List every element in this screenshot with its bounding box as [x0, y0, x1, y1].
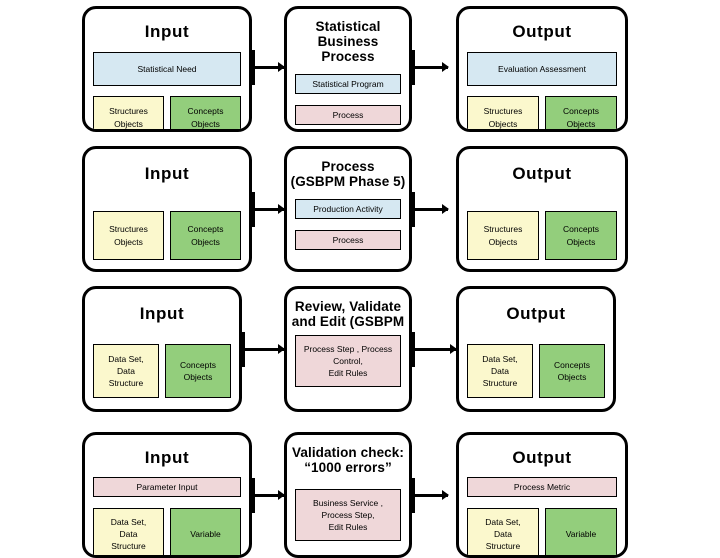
chip-process-metric[interactable]: Process Metric: [467, 477, 617, 498]
node-process-row4[interactable]: Validation check: “1000 errors” Business…: [284, 432, 412, 558]
chip-concepts-objects[interactable]: Concepts Objects: [165, 344, 231, 399]
chip-variable[interactable]: Variable: [170, 508, 241, 555]
chip-business-service-process-step-edit-rules[interactable]: Business Service , Process Step, Edit Ru…: [295, 489, 401, 542]
node-title: Validation check: “1000 errors”: [292, 445, 404, 476]
chip-group: Structures Objects Concepts Objects: [459, 96, 625, 129]
chip-process-step-control-edit-rules[interactable]: Process Step , Process Control, Edit Rul…: [295, 335, 401, 388]
chip-concepts-objects[interactable]: Concepts Objects: [170, 96, 241, 129]
chip-data-set-data-structure[interactable]: Data Set, Data Structure: [467, 344, 533, 399]
node-title: Review, Validate and Edit (GSBPM: [291, 299, 405, 330]
arrow-head-icon: [450, 344, 457, 354]
node-title: Input: [144, 22, 190, 41]
node-process-row2[interactable]: Process (GSBPM Phase 5) Production Activ…: [284, 146, 412, 272]
chip-statistical-program[interactable]: Statistical Program: [295, 74, 401, 95]
diagram-canvas: Input Statistical Need Structures Object…: [82, 6, 628, 558]
node-title: Output: [512, 22, 572, 41]
chip-process[interactable]: Process: [295, 105, 401, 126]
chip-group: Data Set, Data Structure Concepts Object…: [85, 344, 239, 399]
chip-evaluation-assessment[interactable]: Evaluation Assessment: [467, 52, 617, 87]
chip-parameter-input[interactable]: Parameter Input: [93, 477, 241, 498]
chip-group: Structures Objects Concepts Objects: [459, 211, 625, 261]
chip-data-set-data-structure[interactable]: Data Set, Data Structure: [93, 508, 164, 555]
arrow-head-icon: [278, 490, 285, 500]
chip-group: Data Set, Data Structure Variable: [459, 508, 625, 555]
node-input-row2[interactable]: Input Structures Objects Concepts Object…: [82, 146, 252, 272]
arrow-head-icon: [278, 204, 285, 214]
node-output-row2[interactable]: Output Structures Objects Concepts Objec…: [456, 146, 628, 272]
node-title: Output: [512, 164, 572, 183]
node-input-row4[interactable]: Input Parameter Input Data Set, Data Str…: [82, 432, 252, 558]
arrow-head-icon: [442, 204, 449, 214]
connector-input-process-row2: [252, 208, 284, 211]
connector-process-output-row3: [412, 348, 456, 351]
chip-structures-objects[interactable]: Structures Objects: [93, 211, 164, 261]
arrow-head-icon: [278, 344, 285, 354]
chip-statistical-need[interactable]: Statistical Need: [93, 52, 241, 87]
chip-data-set-data-structure[interactable]: Data Set, Data Structure: [467, 508, 539, 555]
node-input-row1[interactable]: Input Statistical Need Structures Object…: [82, 6, 252, 132]
node-title: Output: [512, 448, 572, 467]
connector-process-output-row4: [412, 494, 448, 497]
connector-input-process-row4: [252, 494, 284, 497]
arrow-head-icon: [442, 490, 449, 500]
chip-concepts-objects[interactable]: Concepts Objects: [170, 211, 241, 261]
chip-data-set-data-structure[interactable]: Data Set, Data Structure: [93, 344, 159, 399]
connector-input-process-row3: [242, 348, 284, 351]
arrow-head-icon: [442, 62, 449, 72]
chip-group: Structures Objects Concepts Objects: [85, 96, 249, 129]
node-output-row4[interactable]: Output Process Metric Data Set, Data Str…: [456, 432, 628, 558]
arrow-head-icon: [278, 62, 285, 72]
node-title: Input: [144, 448, 190, 467]
node-title: Output: [506, 304, 566, 323]
node-title: Statistical Business Process: [315, 19, 381, 65]
chip-process[interactable]: Process: [295, 230, 401, 251]
chip-concepts-objects[interactable]: Concepts Objects: [545, 96, 617, 129]
node-title: Input: [139, 304, 185, 323]
connector-process-output-row2: [412, 208, 448, 211]
node-title: Process (GSBPM Phase 5): [290, 159, 406, 190]
chip-concepts-objects[interactable]: Concepts Objects: [539, 344, 605, 399]
chip-structures-objects[interactable]: Structures Objects: [467, 211, 539, 261]
node-title: Input: [144, 164, 190, 183]
connector-input-process-row1: [252, 66, 284, 69]
chip-structures-objects[interactable]: Structures Objects: [467, 96, 539, 129]
node-process-row1[interactable]: Statistical Business Process Statistical…: [284, 6, 412, 132]
connector-process-output-row1: [412, 66, 448, 69]
chip-group: Data Set, Data Structure Variable: [85, 508, 249, 555]
chip-variable[interactable]: Variable: [545, 508, 617, 555]
node-process-row3[interactable]: Review, Validate and Edit (GSBPM Process…: [284, 286, 412, 412]
chip-structures-objects[interactable]: Structures Objects: [93, 96, 164, 129]
node-input-row3[interactable]: Input Data Set, Data Structure Concepts …: [82, 286, 242, 412]
chip-production-activity[interactable]: Production Activity: [295, 199, 401, 220]
node-output-row1[interactable]: Output Evaluation Assessment Structures …: [456, 6, 628, 132]
chip-group: Data Set, Data Structure Concepts Object…: [459, 344, 613, 399]
chip-concepts-objects[interactable]: Concepts Objects: [545, 211, 617, 261]
chip-group: Structures Objects Concepts Objects: [85, 211, 249, 261]
node-output-row3[interactable]: Output Data Set, Data Structure Concepts…: [456, 286, 616, 412]
